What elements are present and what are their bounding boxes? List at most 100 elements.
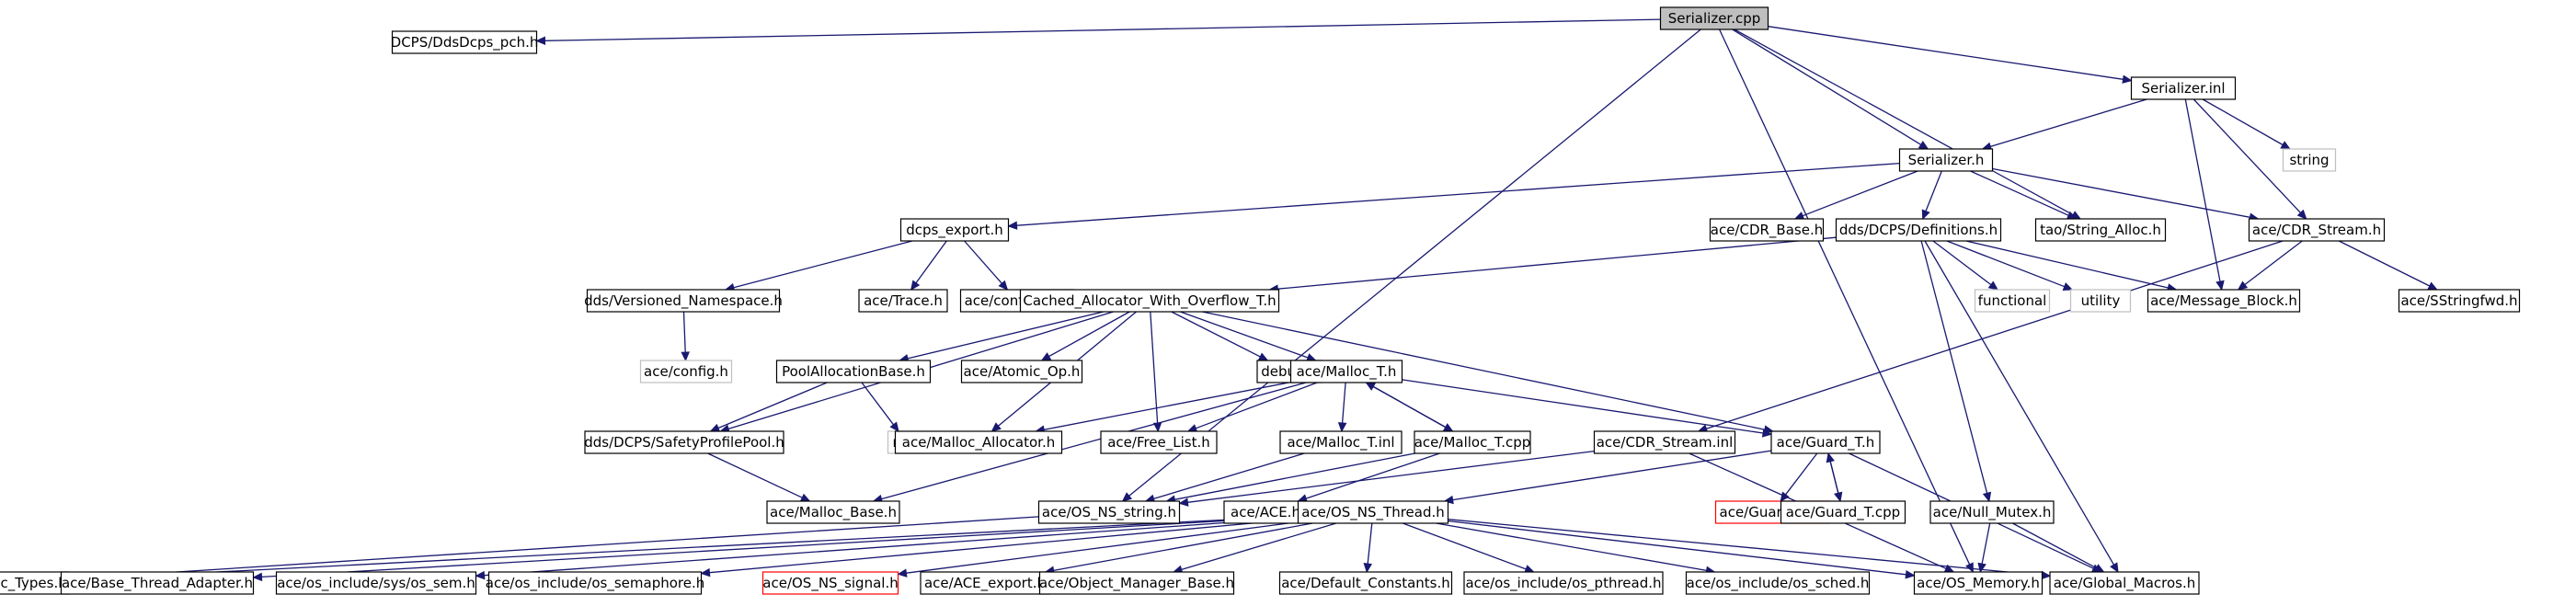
node-malloc-t-h[interactable]: ace/Malloc_T.h xyxy=(1289,360,1403,383)
node-label: Serializer.h xyxy=(1908,152,1985,168)
node-dds-dcps-pch[interactable]: DCPS/DdsDcps_pch.h xyxy=(391,30,539,54)
node-os-ns-thread[interactable]: ace/OS_NS_Thread.h xyxy=(1297,500,1449,524)
node-label: Serializer.inl xyxy=(2141,80,2225,97)
node-label: ace/CDR_Stream.h xyxy=(2252,222,2381,239)
node-os-sched[interactable]: ace/os_include/os_sched.h xyxy=(1685,571,1871,595)
node-object-manager-base[interactable]: ace/Object_Manager_Base.h xyxy=(1038,571,1235,595)
node-cdr-stream-h[interactable]: ace/CDR_Stream.h xyxy=(2248,218,2386,242)
arrowhead-icon xyxy=(897,568,908,577)
node-guard-t-cpp[interactable]: ace/Guard_T.cpp xyxy=(1780,500,1906,524)
node-sstringfwd[interactable]: ace/SStringfwd.h xyxy=(2398,289,2521,313)
arrowhead-icon xyxy=(2280,141,2291,150)
edge-serializer_inl-to-serializer_h xyxy=(1990,98,2147,148)
node-pool-alloc[interactable]: PoolAllocationBase.h xyxy=(775,360,932,383)
node-os-pthread[interactable]: ace/os_include/os_pthread.h xyxy=(1463,571,1664,595)
edge-os_ns_thread-to-ace_export xyxy=(1053,522,1313,572)
node-box xyxy=(1100,430,1218,454)
node-os-memory[interactable]: ace/OS_Memory.h xyxy=(1913,571,2044,595)
node-box xyxy=(2034,218,2167,242)
arrowhead-icon xyxy=(1761,429,1773,438)
node-label: ace/CDR_Base.h xyxy=(1711,222,1823,239)
node-box xyxy=(1780,500,1906,524)
node-serializer-cpp[interactable]: Serializer.cpp xyxy=(1659,6,1769,30)
node-os-sem[interactable]: ace/os_include/sys/os_sem.h xyxy=(275,571,477,595)
edge-malloc_t_inl-to-os_ns_string xyxy=(1153,452,1305,500)
arrowhead-icon xyxy=(1987,280,1999,291)
node-os-semaphore[interactable]: ace/os_include/os_semaphore.h xyxy=(486,571,705,595)
node-global-macros[interactable]: ace/Global_Macros.h xyxy=(2049,571,2200,595)
edge-serializer_inl-to-cdr_stream_h xyxy=(2192,98,2301,213)
node-ace-config: ace/config.h xyxy=(639,360,733,383)
node-default-constants[interactable]: ace/Default_Constants.h xyxy=(1278,571,1453,595)
edge-definitions-to-message_block xyxy=(1965,240,2169,289)
node-serializer-inl[interactable]: Serializer.inl xyxy=(2130,76,2237,100)
node-cdr-base[interactable]: ace/CDR_Base.h xyxy=(1709,218,1825,242)
node-box xyxy=(586,289,781,313)
edge-cdr_stream_h-to-cdr_stream_inl xyxy=(1706,240,2284,429)
node-string-alloc[interactable]: tao/String_Alloc.h xyxy=(2034,218,2167,242)
node-trace[interactable]: ace/Trace.h xyxy=(858,289,948,313)
node-box xyxy=(1685,571,1871,595)
node-os-ns-signal[interactable]: ace/OS_NS_signal.h xyxy=(761,571,899,595)
node-box xyxy=(1019,289,1280,313)
node-os-ns-string[interactable]: ace/OS_NS_string.h xyxy=(1037,500,1181,524)
node-message-block[interactable]: ace/Message_Block.h xyxy=(2147,289,2301,313)
node-box xyxy=(894,430,1063,454)
edge-pool_alloc-to-safety_pool xyxy=(717,382,828,429)
node-ace-export[interactable]: ace/ACE_export.h xyxy=(920,571,1050,595)
node-base-thread-adapter[interactable]: ace/Base_Thread_Adapter.h xyxy=(60,571,255,595)
edge-dcps_export-to-versioned_ns xyxy=(733,240,913,289)
node-basic-types[interactable]: ace/Basic_Types.h xyxy=(0,571,71,595)
node-label: Serializer.cpp xyxy=(1668,10,1761,27)
node-label: ace/Atomic_Op.h xyxy=(964,363,1081,381)
node-label: DCPS/DdsDcps_pch.h xyxy=(391,34,539,51)
node-ace-h[interactable]: ace/ACE.h xyxy=(1223,500,1308,524)
node-serializer-h[interactable]: Serializer.h xyxy=(1898,148,1994,172)
node-functional: functional xyxy=(1974,289,2051,313)
node-malloc-t-inl[interactable]: ace/Malloc_T.inl xyxy=(1279,430,1402,454)
node-malloc-allocator[interactable]: ace/Malloc_Allocator.h xyxy=(894,430,1063,454)
node-free-list[interactable]: ace/Free_List.h xyxy=(1100,430,1218,454)
arrowhead-icon xyxy=(1965,562,1974,574)
arrowhead-icon xyxy=(1178,497,1189,507)
edge-os_ns_thread-to-basic_types xyxy=(77,515,1299,580)
node-label: ace/OS_NS_signal.h xyxy=(762,575,898,592)
arrowhead-icon xyxy=(1121,492,1133,502)
node-malloc-base[interactable]: ace/Malloc_Base.h xyxy=(766,500,900,524)
arrowhead-icon xyxy=(910,280,921,291)
node-box xyxy=(2147,289,2301,313)
node-label: ace/CDR_Stream.inl xyxy=(1597,434,1734,452)
edge-serializer_h-to-dcps_export xyxy=(1016,162,1900,226)
edge-malloc_t_h-to-malloc_allocator xyxy=(1044,381,1291,430)
node-malloc-t-cpp[interactable]: ace/Malloc_T.cpp xyxy=(1414,430,1531,454)
node-atomic-op[interactable]: ace/Atomic_Op.h xyxy=(960,360,1083,383)
edge-serializer_cpp-to-dds_dcps_pch xyxy=(544,18,1661,41)
node-guard-t-h[interactable]: ace/Guard_T.h xyxy=(1770,430,1881,454)
node-cached-alloc[interactable]: Cached_Allocator_With_Overflow_T.h xyxy=(1019,289,1280,313)
arrowhead-icon xyxy=(1905,569,1916,579)
node-box xyxy=(2282,148,2337,172)
node-definitions[interactable]: dds/DCPS/Definitions.h xyxy=(1835,218,2002,242)
arrowhead-icon xyxy=(2296,209,2307,220)
node-label: ace/ACE.h xyxy=(1231,504,1300,520)
node-versioned-ns[interactable]: dds/Versioned_Namespace.h xyxy=(584,289,783,313)
arrowhead-icon xyxy=(681,351,690,362)
node-null-mutex[interactable]: ace/Null_Mutex.h xyxy=(1929,500,2055,524)
node-label: ace/os_include/os_pthread.h xyxy=(1465,575,1661,592)
node-label: ace/ACE_export.h xyxy=(924,575,1046,592)
edge-malloc_t_cpp-to-ace_h xyxy=(1305,452,1440,499)
edge-serializer_inl-to-message_block xyxy=(2184,98,2221,282)
edge-definitions-to-utility xyxy=(1946,240,2066,288)
node-label: ace/OS_Memory.h xyxy=(1917,575,2040,592)
node-label: ace/Trace.h xyxy=(864,292,943,309)
node-box xyxy=(639,360,733,383)
edge-guard_t_h-to-os_ns_thread xyxy=(1452,450,1772,501)
edge-cdr_stream_inl-to-os_ns_string xyxy=(1187,450,1595,503)
node-dcps-export[interactable]: dcps_export.h xyxy=(899,218,1010,242)
arrowhead-icon xyxy=(1982,491,1992,503)
node-cdr-stream-inl[interactable]: ace/CDR_Stream.inl xyxy=(1593,430,1736,454)
node-label: PoolAllocationBase.h xyxy=(782,363,925,380)
node-safety-pool[interactable]: dds/DCPS/SafetyProfilePool.h xyxy=(584,430,784,454)
arrowhead-icon xyxy=(889,421,899,432)
node-box xyxy=(60,571,255,595)
